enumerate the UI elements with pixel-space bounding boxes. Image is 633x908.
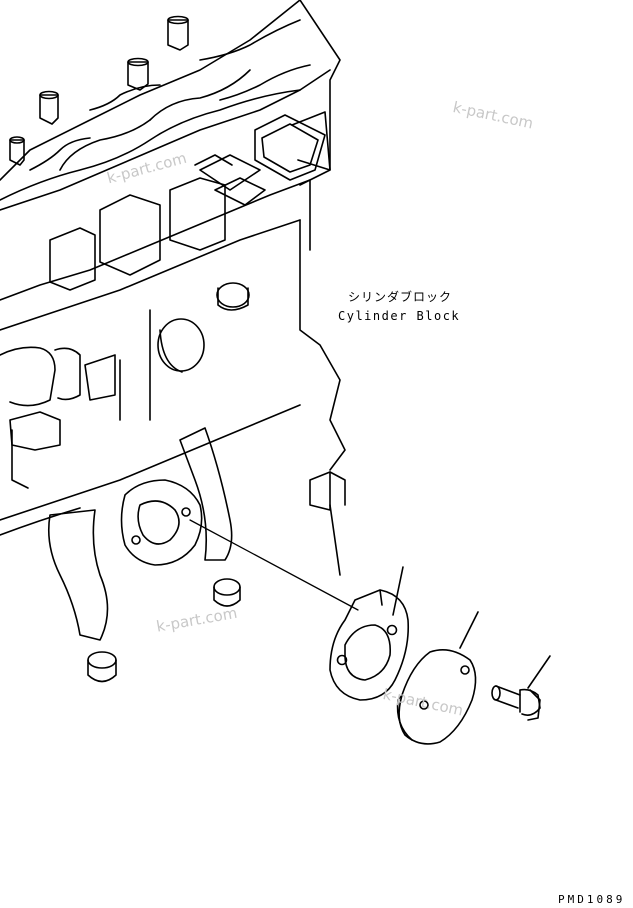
gasket <box>329 589 410 701</box>
cylinder-block <box>0 0 346 683</box>
cover-plate <box>396 649 477 745</box>
callout-label-en: Cylinder Block <box>338 309 460 323</box>
cover-plate-leader <box>459 611 479 649</box>
drawing-code: PMD1089 <box>558 893 625 906</box>
callout-label-ja: シリンダブロック <box>348 289 452 304</box>
bolt <box>491 685 541 721</box>
gasket-leader <box>392 566 404 616</box>
cylinder-block-leader <box>329 504 341 576</box>
bolt-leader <box>527 655 551 689</box>
assembly-line <box>189 519 359 611</box>
